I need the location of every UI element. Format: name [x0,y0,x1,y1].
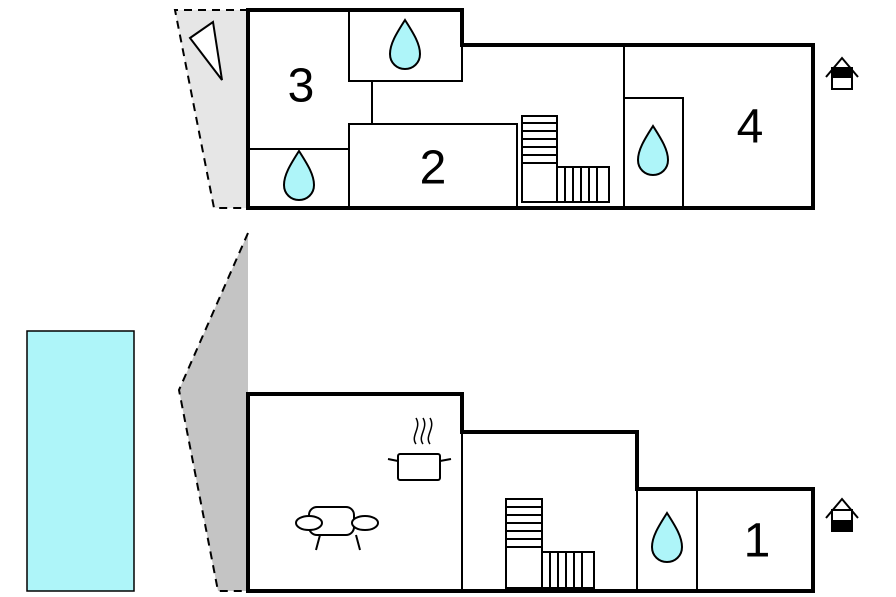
sofa-icon [295,506,379,551]
upper-bathroom-top [348,9,463,82]
stairs-icon [505,498,595,589]
room-number-3: 3 [288,60,315,113]
upper-bathroom-left [248,148,350,208]
balcony-triangle-icon [188,20,223,81]
lower-terrace [179,233,248,591]
stairs-icon [521,115,610,203]
entrance-house-icon [825,497,859,532]
water-drop-icon [282,149,316,202]
lower-floor: 1 [26,232,859,593]
upper-balcony [175,10,248,208]
water-drop-icon [388,18,422,71]
upper-balcony-outline [173,9,248,209]
lower-terrace-outline [177,232,249,592]
entrance-house-icon [825,56,859,90]
room-number-2: 2 [420,142,447,195]
swimming-pool [26,330,135,592]
room-number-1: 1 [744,515,771,568]
room-number-4: 4 [737,101,764,154]
upper-floor: 3 2 4 [173,8,859,210]
cooking-pot-icon [387,417,452,481]
water-drop-icon [636,124,670,177]
water-drop-icon [650,511,684,564]
room-4-bathroom [623,97,684,209]
